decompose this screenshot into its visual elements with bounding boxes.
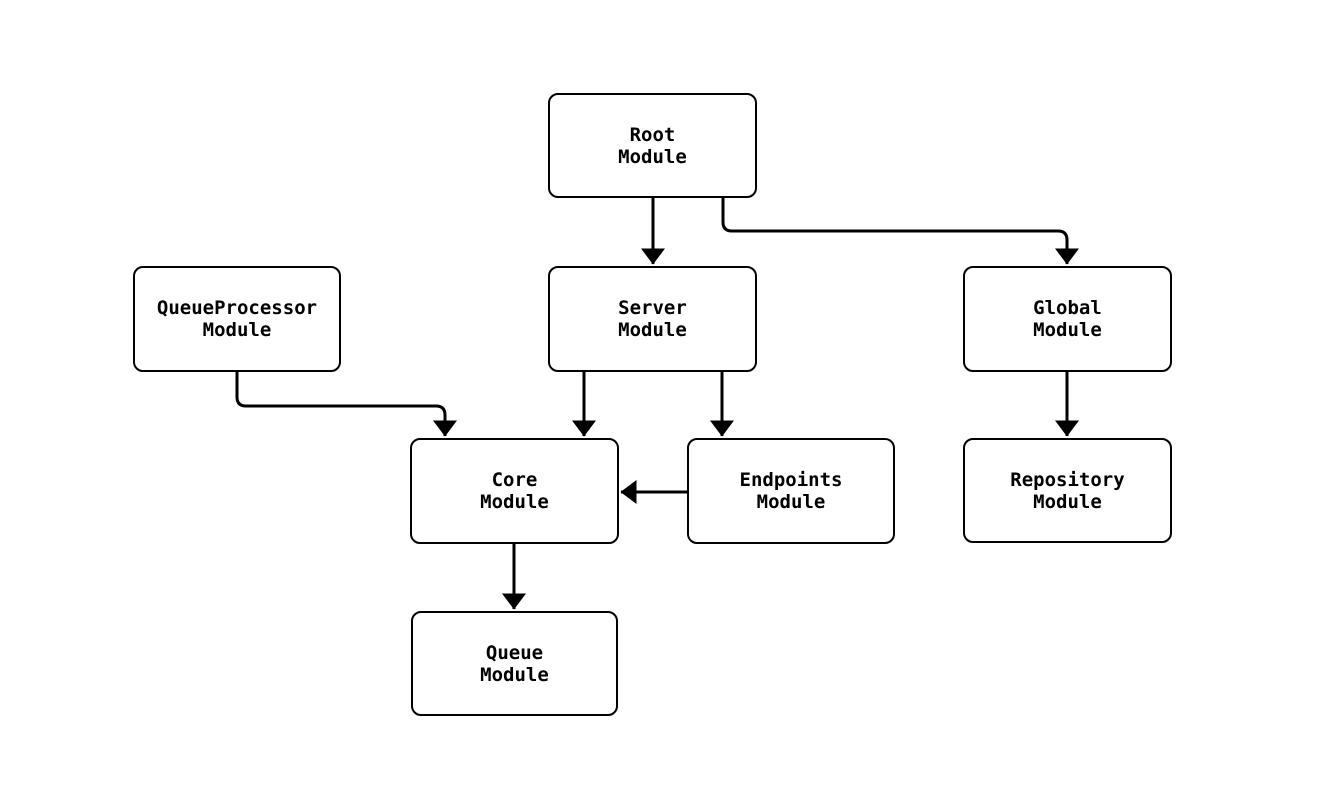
node-label-core-module: Core Module [480,469,549,513]
node-core-module: Core Module [410,438,619,544]
node-label-global-module: Global Module [1033,297,1102,341]
node-label-server-module: Server Module [618,297,687,341]
node-endpoints-module: Endpoints Module [687,438,895,544]
node-label-endpoints-module: Endpoints Module [739,469,843,513]
node-label-queue-module: Queue Module [480,641,549,686]
node-label-repository-module: Repository Module [1010,468,1125,513]
node-queue-processor-module: QueueProcessor Module [133,266,341,372]
node-repository-module: Repository Module [963,438,1172,543]
node-label-root-module: Root Module [618,123,687,168]
node-queue-module: Queue Module [411,611,618,716]
node-global-module: Global Module [963,266,1172,372]
edge-root-module-to-global-module [721,198,1079,265]
node-server-module: Server Module [548,266,757,372]
node-root-module: Root Module [548,93,757,198]
edge-queue-processor-module-to-core-module [235,372,457,437]
node-label-queue-processor-module: QueueProcessor Module [156,297,318,341]
